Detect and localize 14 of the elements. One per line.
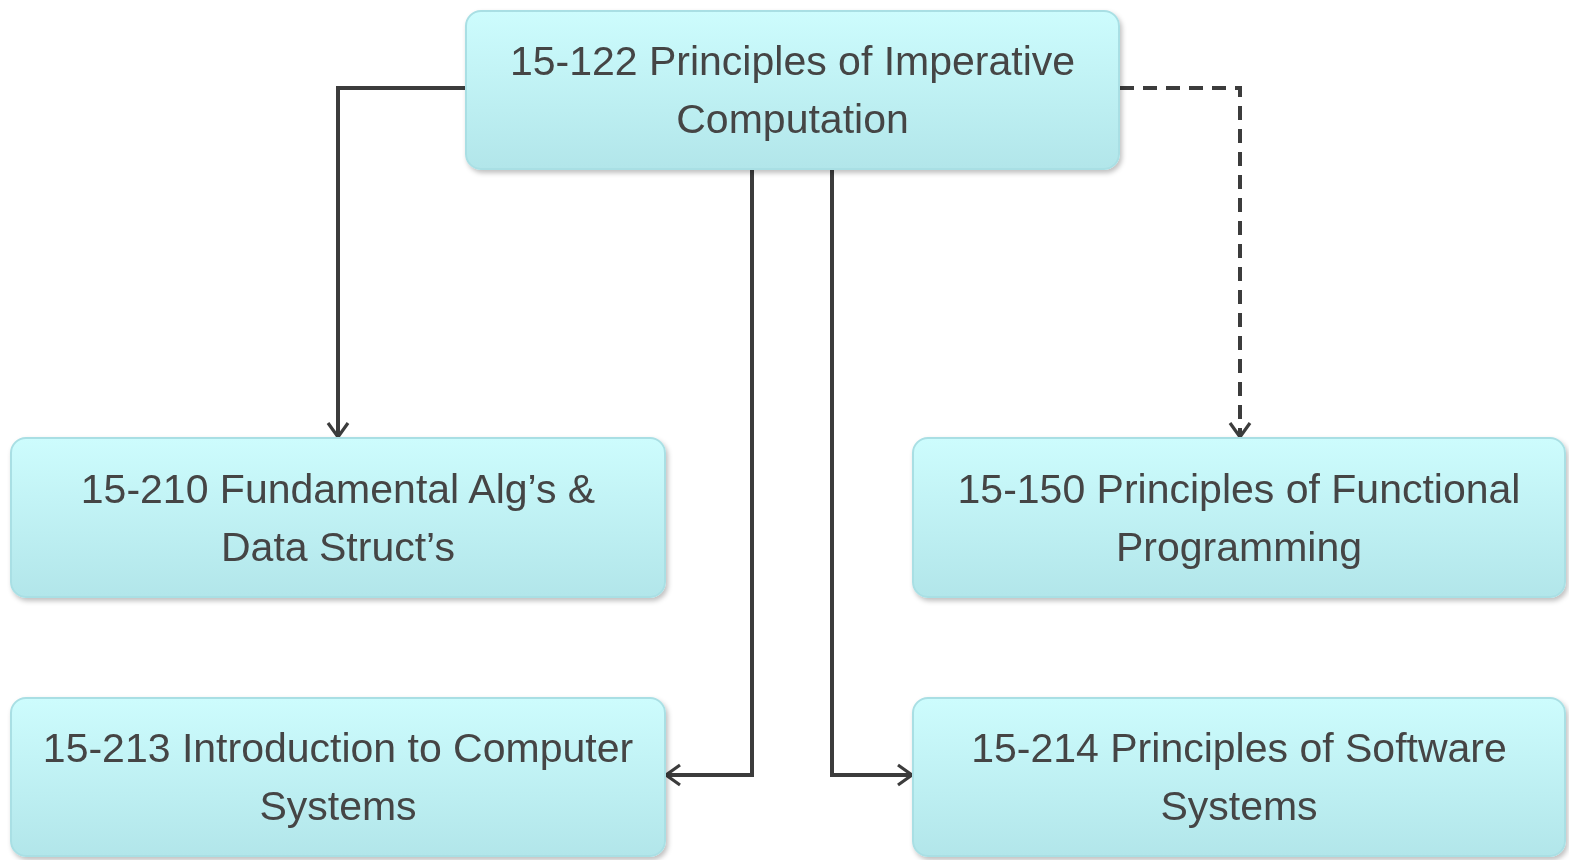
course-title: 15-122 Principles of Imperative Computation	[508, 37, 1077, 144]
course-title: 15-150 Principles of Functional Programming	[956, 464, 1522, 572]
course-title: 15-213 Introduction to Computer Systems	[41, 724, 635, 831]
course-box	[465, 10, 1120, 170]
course-title: 15-214 Principles of Software Systems	[970, 724, 1508, 831]
course-box	[10, 437, 666, 598]
course-title: 15-210 Fundamental Alg’s & Data Struct’s	[79, 464, 597, 572]
arrow	[830, 170, 914, 787]
arrow	[1120, 86, 1252, 439]
arrow	[326, 86, 465, 439]
course-box	[912, 697, 1566, 857]
course-box	[912, 437, 1566, 598]
arrow	[664, 170, 754, 787]
course-box	[10, 697, 666, 857]
